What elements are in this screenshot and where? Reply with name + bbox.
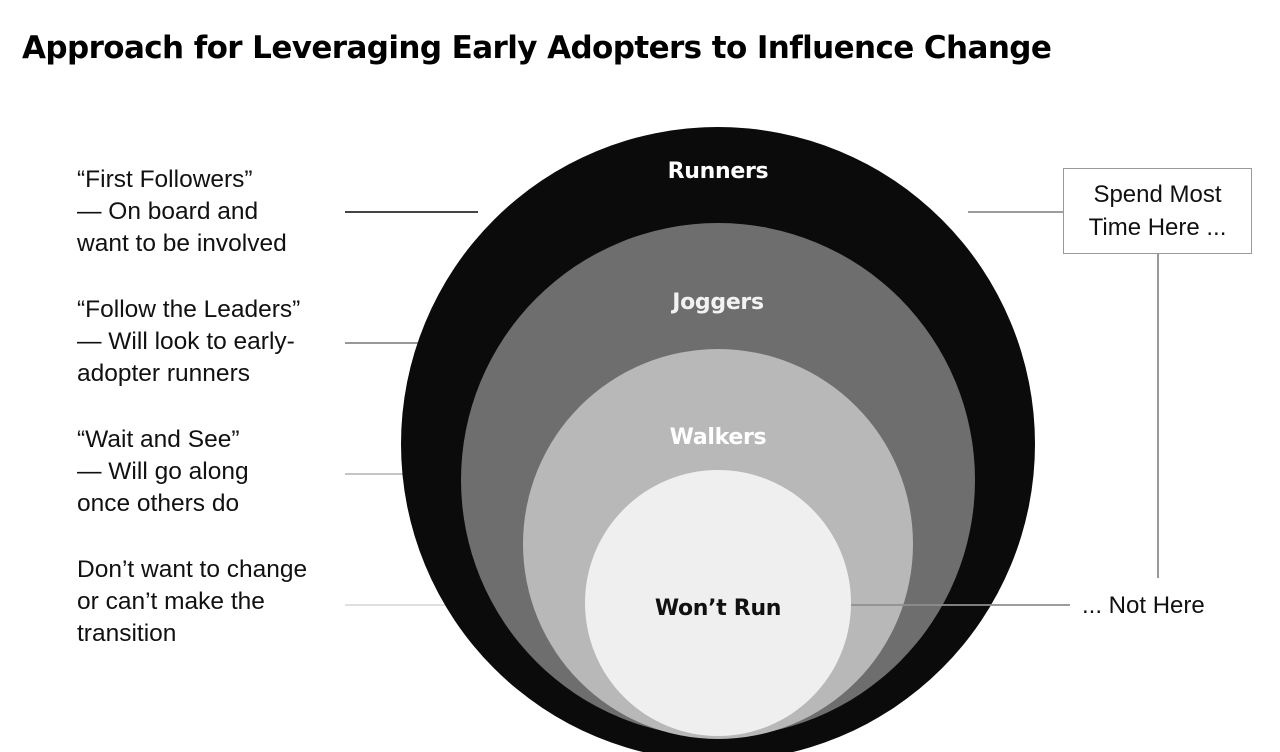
description-line: transition bbox=[77, 620, 177, 647]
description-line: “Follow the Leaders” bbox=[77, 296, 301, 323]
description-joggers: “Follow the Leaders” — Will look to earl… bbox=[77, 294, 367, 390]
not-here-callout: ... Not Here bbox=[1082, 592, 1205, 619]
description-line: “First Followers” bbox=[77, 166, 253, 193]
ring-label-runners: Runners bbox=[668, 159, 769, 184]
spend-most-time-callout: Spend Most Time Here ... bbox=[1063, 168, 1252, 254]
callout-line: Time Here ... bbox=[1088, 214, 1227, 241]
description-runners: “First Followers” — On board and want to… bbox=[77, 164, 367, 260]
description-line: or can’t make the bbox=[77, 588, 265, 615]
description-line: Don’t want to change bbox=[77, 556, 308, 583]
description-line: “Wait and See” bbox=[77, 426, 240, 453]
ring-label-walkers: Walkers bbox=[670, 425, 767, 450]
callout-line: Spend Most bbox=[1093, 181, 1222, 208]
description-line: — On board and bbox=[77, 198, 259, 225]
description-line: adopter runners bbox=[77, 360, 250, 387]
description-line: once others do bbox=[77, 490, 240, 517]
description-wont-run: Don’t want to change or can’t make the t… bbox=[77, 554, 367, 650]
ring-label-wont-run: Won’t Run bbox=[655, 596, 781, 621]
description-line: — Will go along bbox=[77, 458, 249, 485]
description-walkers: “Wait and See” — Will go along once othe… bbox=[77, 424, 367, 520]
diagram-title: Approach for Leveraging Early Adopters t… bbox=[22, 30, 1052, 66]
description-line: want to be involved bbox=[77, 230, 287, 257]
ring-wont-run bbox=[585, 470, 851, 736]
description-line: — Will look to early- bbox=[77, 328, 295, 355]
ring-label-joggers: Joggers bbox=[670, 290, 764, 315]
